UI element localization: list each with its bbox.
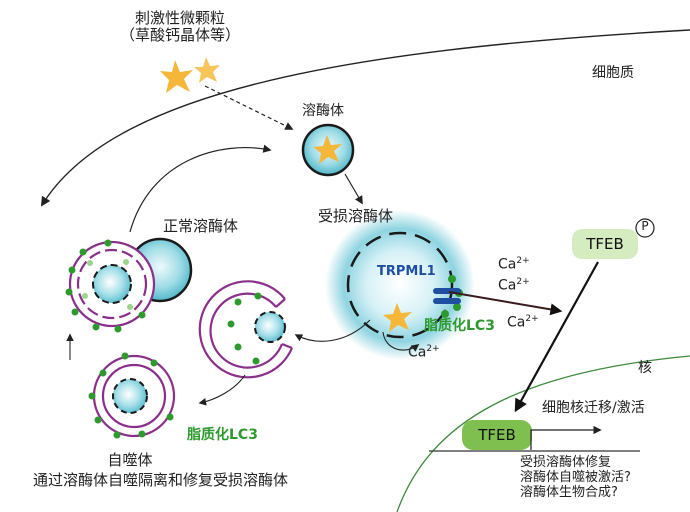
calcium-loop-arrow	[382, 331, 420, 352]
nuclear-envelope	[396, 355, 690, 512]
tfeb-nucleus-label: TFEB	[478, 426, 516, 444]
tfeb-nucleus-shape	[462, 420, 532, 450]
outcome-item: 受损溶酶体修复	[520, 455, 612, 470]
calcium-release-arrow	[448, 291, 563, 316]
outcome-item: 溶酶体自噬被激活?	[520, 469, 631, 485]
outcome-item: 溶酶体生物合成?	[520, 484, 618, 500]
recycle-arrow	[129, 144, 272, 233]
phospho-label: P	[641, 219, 649, 233]
nuclear-translocation-label: 细胞核迁移/激活	[542, 400, 645, 416]
stimulus-label: 刺激性微颗粒 （草酸钙晶体等）	[100, 9, 260, 45]
autophagosome	[88, 352, 176, 439]
damaged-lysosome	[325, 210, 475, 360]
tfeb-cytoplasm-label: TFEB	[586, 235, 624, 253]
arrow-to-damaged	[344, 173, 363, 205]
damaged-lysosome-label: 受损溶酶体	[318, 207, 394, 225]
crystal-icon	[194, 57, 220, 83]
normal-lysosome-label: 正常溶酶体	[163, 217, 239, 235]
stimulus-line-1: 刺激性微颗粒	[134, 9, 225, 27]
cytoplasm-label: 细胞质	[592, 65, 634, 81]
arrow-to-phagophore	[294, 319, 371, 342]
calcium-label-1: Ca2+	[498, 256, 530, 273]
autophagy-caption: 通过溶酶体自噬隔离和修复受损溶酶体	[33, 471, 289, 489]
calcium-label-3: Ca2+	[507, 314, 539, 331]
calcium-label-4: Ca2+	[408, 344, 440, 361]
cell-membrane	[40, 29, 690, 207]
endocytosis-arrow	[204, 85, 294, 130]
arrow-to-autophagosome	[198, 374, 246, 406]
calcium-label-2: Ca2+	[498, 277, 530, 294]
lipidated-lc3-label-top: 脂质化LC3	[424, 318, 495, 334]
outcome-list: 受损溶酶体修复 溶酶体自噬被激活? 溶酶体生物合成?	[520, 455, 631, 501]
tfeb-translocation-arrow	[514, 261, 599, 413]
lipidated-lc3-label-bottom: 脂质化LC3	[187, 427, 258, 443]
autolysosome-fusion	[65, 237, 193, 333]
crystal-icon	[160, 60, 193, 93]
tfeb-cytoplasm-shape	[572, 229, 638, 259]
autophagosome-label: 自噬体	[107, 451, 153, 469]
nucleus-label: 核	[638, 360, 652, 376]
transcription-arrow	[530, 425, 602, 450]
lysosome-label: 溶酶体	[302, 103, 344, 119]
lysosome-with-crystal	[301, 123, 355, 177]
stimulus-line-2: （草酸钙晶体等）	[119, 26, 240, 45]
phagophore	[198, 280, 294, 379]
phospho-circle-icon	[635, 218, 655, 238]
trpml1-label: TRPML1	[377, 264, 436, 279]
